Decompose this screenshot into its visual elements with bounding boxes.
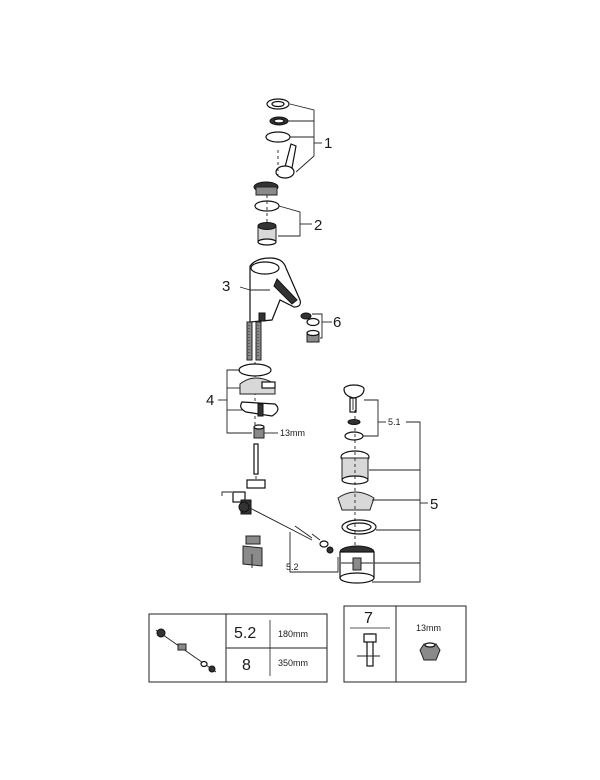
hex-nut-icon	[419, 642, 441, 661]
table-part-number: 7	[364, 610, 373, 627]
part-group-5: 5.1 5	[337, 384, 438, 584]
callout-2: 2	[314, 217, 322, 234]
part-group-4: 13mm 4	[206, 362, 305, 439]
callout-6: 6	[333, 314, 341, 331]
part-group-2: 2	[253, 181, 322, 246]
spare-parts-table-right: 7 13mm	[343, 605, 467, 683]
callout-4-size: 13mm	[280, 428, 305, 438]
part-group-1: 1	[265, 98, 332, 179]
pull-rod-icon	[155, 628, 217, 673]
table-size-label: 13mm	[416, 623, 441, 633]
part-3-faucet-body: 3	[222, 257, 301, 361]
callout-5-1: 5.1	[388, 417, 401, 427]
drain-rod-assembly: 5.2	[221, 443, 339, 573]
callout-5-2: 5.2	[286, 562, 299, 572]
callout-1: 1	[324, 135, 332, 152]
table-row1-length: 180mm	[278, 629, 308, 639]
wrench-tool-icon	[357, 633, 380, 667]
callout-3: 3	[222, 278, 230, 295]
table-row1-number: 5.2	[234, 625, 256, 642]
part-6-aerator: 6	[300, 312, 341, 343]
table-row2-length: 350mm	[278, 658, 308, 668]
table-row2-number: 8	[242, 657, 251, 674]
callout-4: 4	[206, 392, 214, 409]
callout-5: 5	[430, 496, 438, 513]
spare-parts-table-left: 5.2 180mm 8 350mm	[148, 613, 328, 683]
